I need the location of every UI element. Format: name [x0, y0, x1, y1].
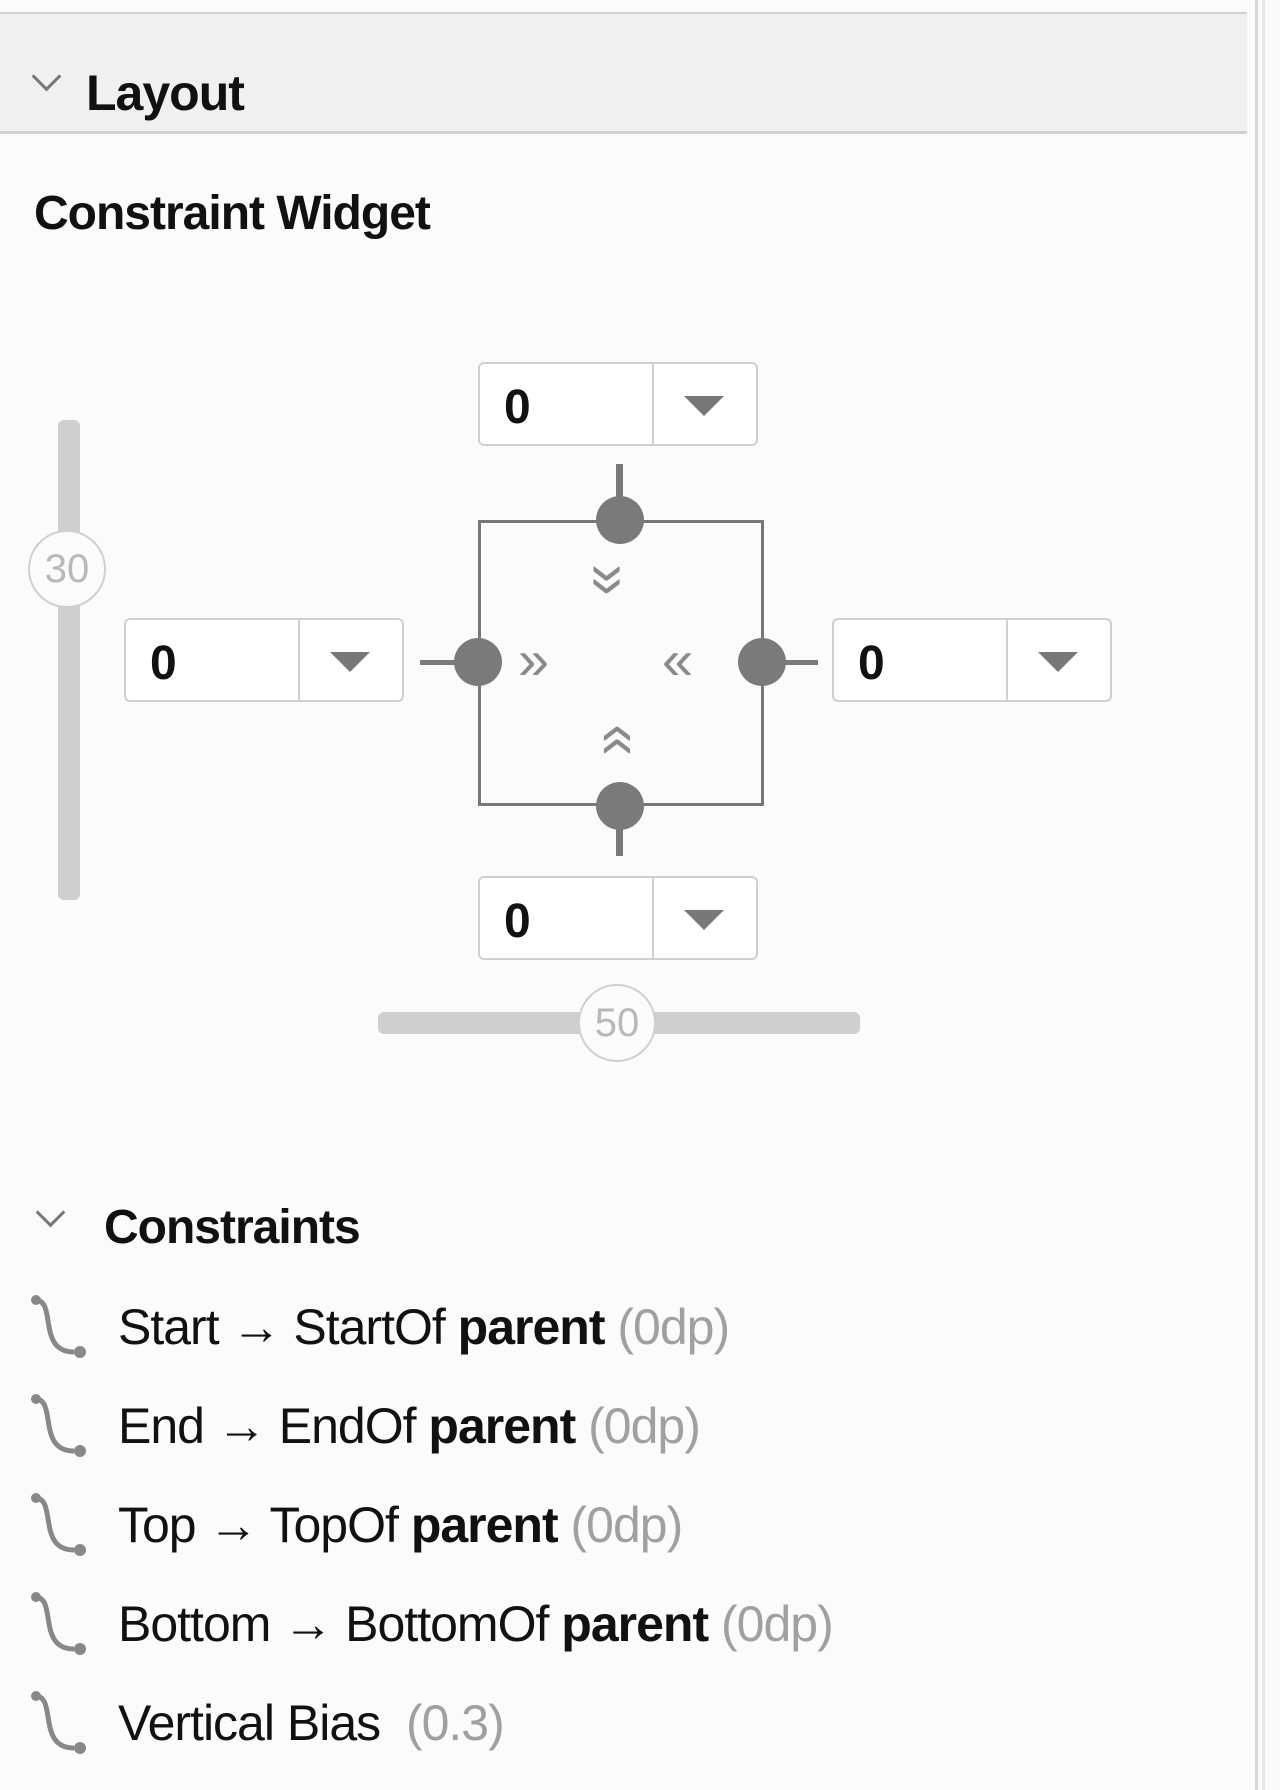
dropdown-arrow-icon[interactable] [1038, 652, 1078, 672]
constraints-title: Constraints [104, 1201, 361, 1254]
chevron-down-icon[interactable] [31, 61, 62, 92]
bottom-anchor-dot-icon[interactable] [596, 782, 644, 830]
constraint-row[interactable]: Top → TopOf parent (0dp) [0, 1484, 1247, 1564]
left-margin-value: 0 [150, 637, 177, 690]
constraint-row[interactable]: Vertical Bias (0.3) [0, 1682, 1247, 1762]
right-margin-value: 0 [858, 637, 885, 690]
chevrons-down-icon[interactable]: » [574, 564, 650, 596]
right-anchor-dot-icon[interactable] [738, 638, 786, 686]
panel-edge [1247, 0, 1280, 1790]
layout-section-header[interactable]: Layout [0, 12, 1247, 134]
left-margin-dropdown[interactable]: 0 [124, 618, 404, 702]
dropdown-separator [652, 878, 654, 958]
top-margin-dropdown[interactable]: 0 [478, 362, 758, 446]
constraint-widget: 30 0 0 0 0 » » » [0, 330, 1247, 1090]
dropdown-separator [1006, 620, 1008, 700]
constraint-link-icon [31, 1493, 86, 1556]
chevrons-left-icon[interactable]: « [662, 628, 694, 691]
dropdown-separator [298, 620, 300, 700]
constraint-label: Top → TopOf parent (0dp) [118, 1497, 683, 1553]
dropdown-separator [652, 364, 654, 444]
chevrons-up-icon[interactable]: » [573, 724, 649, 756]
top-margin-value: 0 [504, 381, 531, 434]
horizontal-bias-knob[interactable]: 50 [578, 984, 656, 1062]
constraint-link-icon [31, 1394, 86, 1457]
bottom-margin-value: 0 [504, 895, 531, 948]
vertical-bias-slider[interactable] [58, 420, 80, 900]
bottom-margin-dropdown[interactable]: 0 [478, 876, 758, 960]
bottom-connector [616, 806, 623, 856]
vertical-bias-knob[interactable]: 30 [28, 530, 106, 608]
dropdown-arrow-icon[interactable] [684, 910, 724, 930]
constraint-row[interactable]: Bottom → BottomOf parent (0dp) [0, 1583, 1247, 1663]
constraint-row[interactable]: End → EndOf parent (0dp) [0, 1385, 1247, 1465]
constraint-label: Start → StartOf parent (0dp) [118, 1299, 730, 1355]
chevron-down-icon[interactable] [35, 1197, 66, 1228]
dropdown-arrow-icon[interactable] [684, 396, 724, 416]
attributes-panel: Layout Constraint Widget 30 0 0 0 0 [0, 12, 1247, 1762]
top-connector [616, 464, 623, 520]
chevrons-right-icon[interactable]: » [518, 628, 550, 691]
constraint-link-icon [31, 1691, 86, 1754]
dropdown-arrow-icon[interactable] [330, 652, 370, 672]
constraint-row[interactable]: Start → StartOf parent (0dp) [0, 1286, 1247, 1366]
constraint-label: Bottom → BottomOf parent (0dp) [118, 1596, 834, 1652]
constraint-widget-title: Constraint Widget [34, 187, 431, 240]
constraint-label: End → EndOf parent (0dp) [118, 1398, 701, 1454]
left-anchor-dot-icon[interactable] [454, 638, 502, 686]
top-anchor-dot-icon[interactable] [596, 496, 644, 544]
right-connector [764, 660, 818, 665]
constraint-link-icon [31, 1295, 86, 1358]
left-connector [420, 660, 478, 665]
constraint-link-icon [31, 1592, 86, 1655]
constraint-label: Vertical Bias (0.3) [118, 1695, 505, 1751]
right-margin-dropdown[interactable]: 0 [832, 618, 1112, 702]
layout-section-title: Layout [86, 65, 245, 121]
